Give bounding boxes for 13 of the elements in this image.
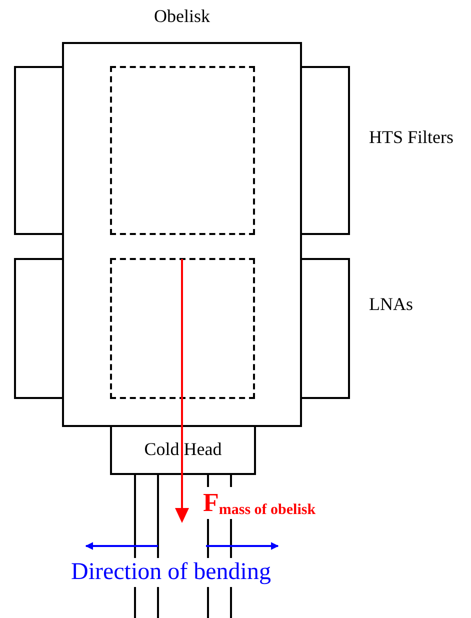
heading: Obelisk bbox=[153, 6, 211, 27]
module-box bbox=[14, 66, 64, 235]
module-box bbox=[300, 66, 350, 235]
force-label: F$_{mass of obelisk}$ bbox=[203, 487, 316, 519]
annotation-text: Direction of bending bbox=[71, 558, 271, 587]
part-label: LNAs bbox=[369, 294, 413, 316]
cold-head-box bbox=[110, 425, 256, 475]
module-box bbox=[300, 258, 350, 399]
filter-compartment bbox=[110, 66, 255, 235]
lna-compartment bbox=[110, 258, 255, 399]
node-label: Cold Head bbox=[143, 439, 223, 460]
module-box bbox=[14, 258, 64, 399]
part-label: HTS Filters bbox=[369, 127, 454, 149]
